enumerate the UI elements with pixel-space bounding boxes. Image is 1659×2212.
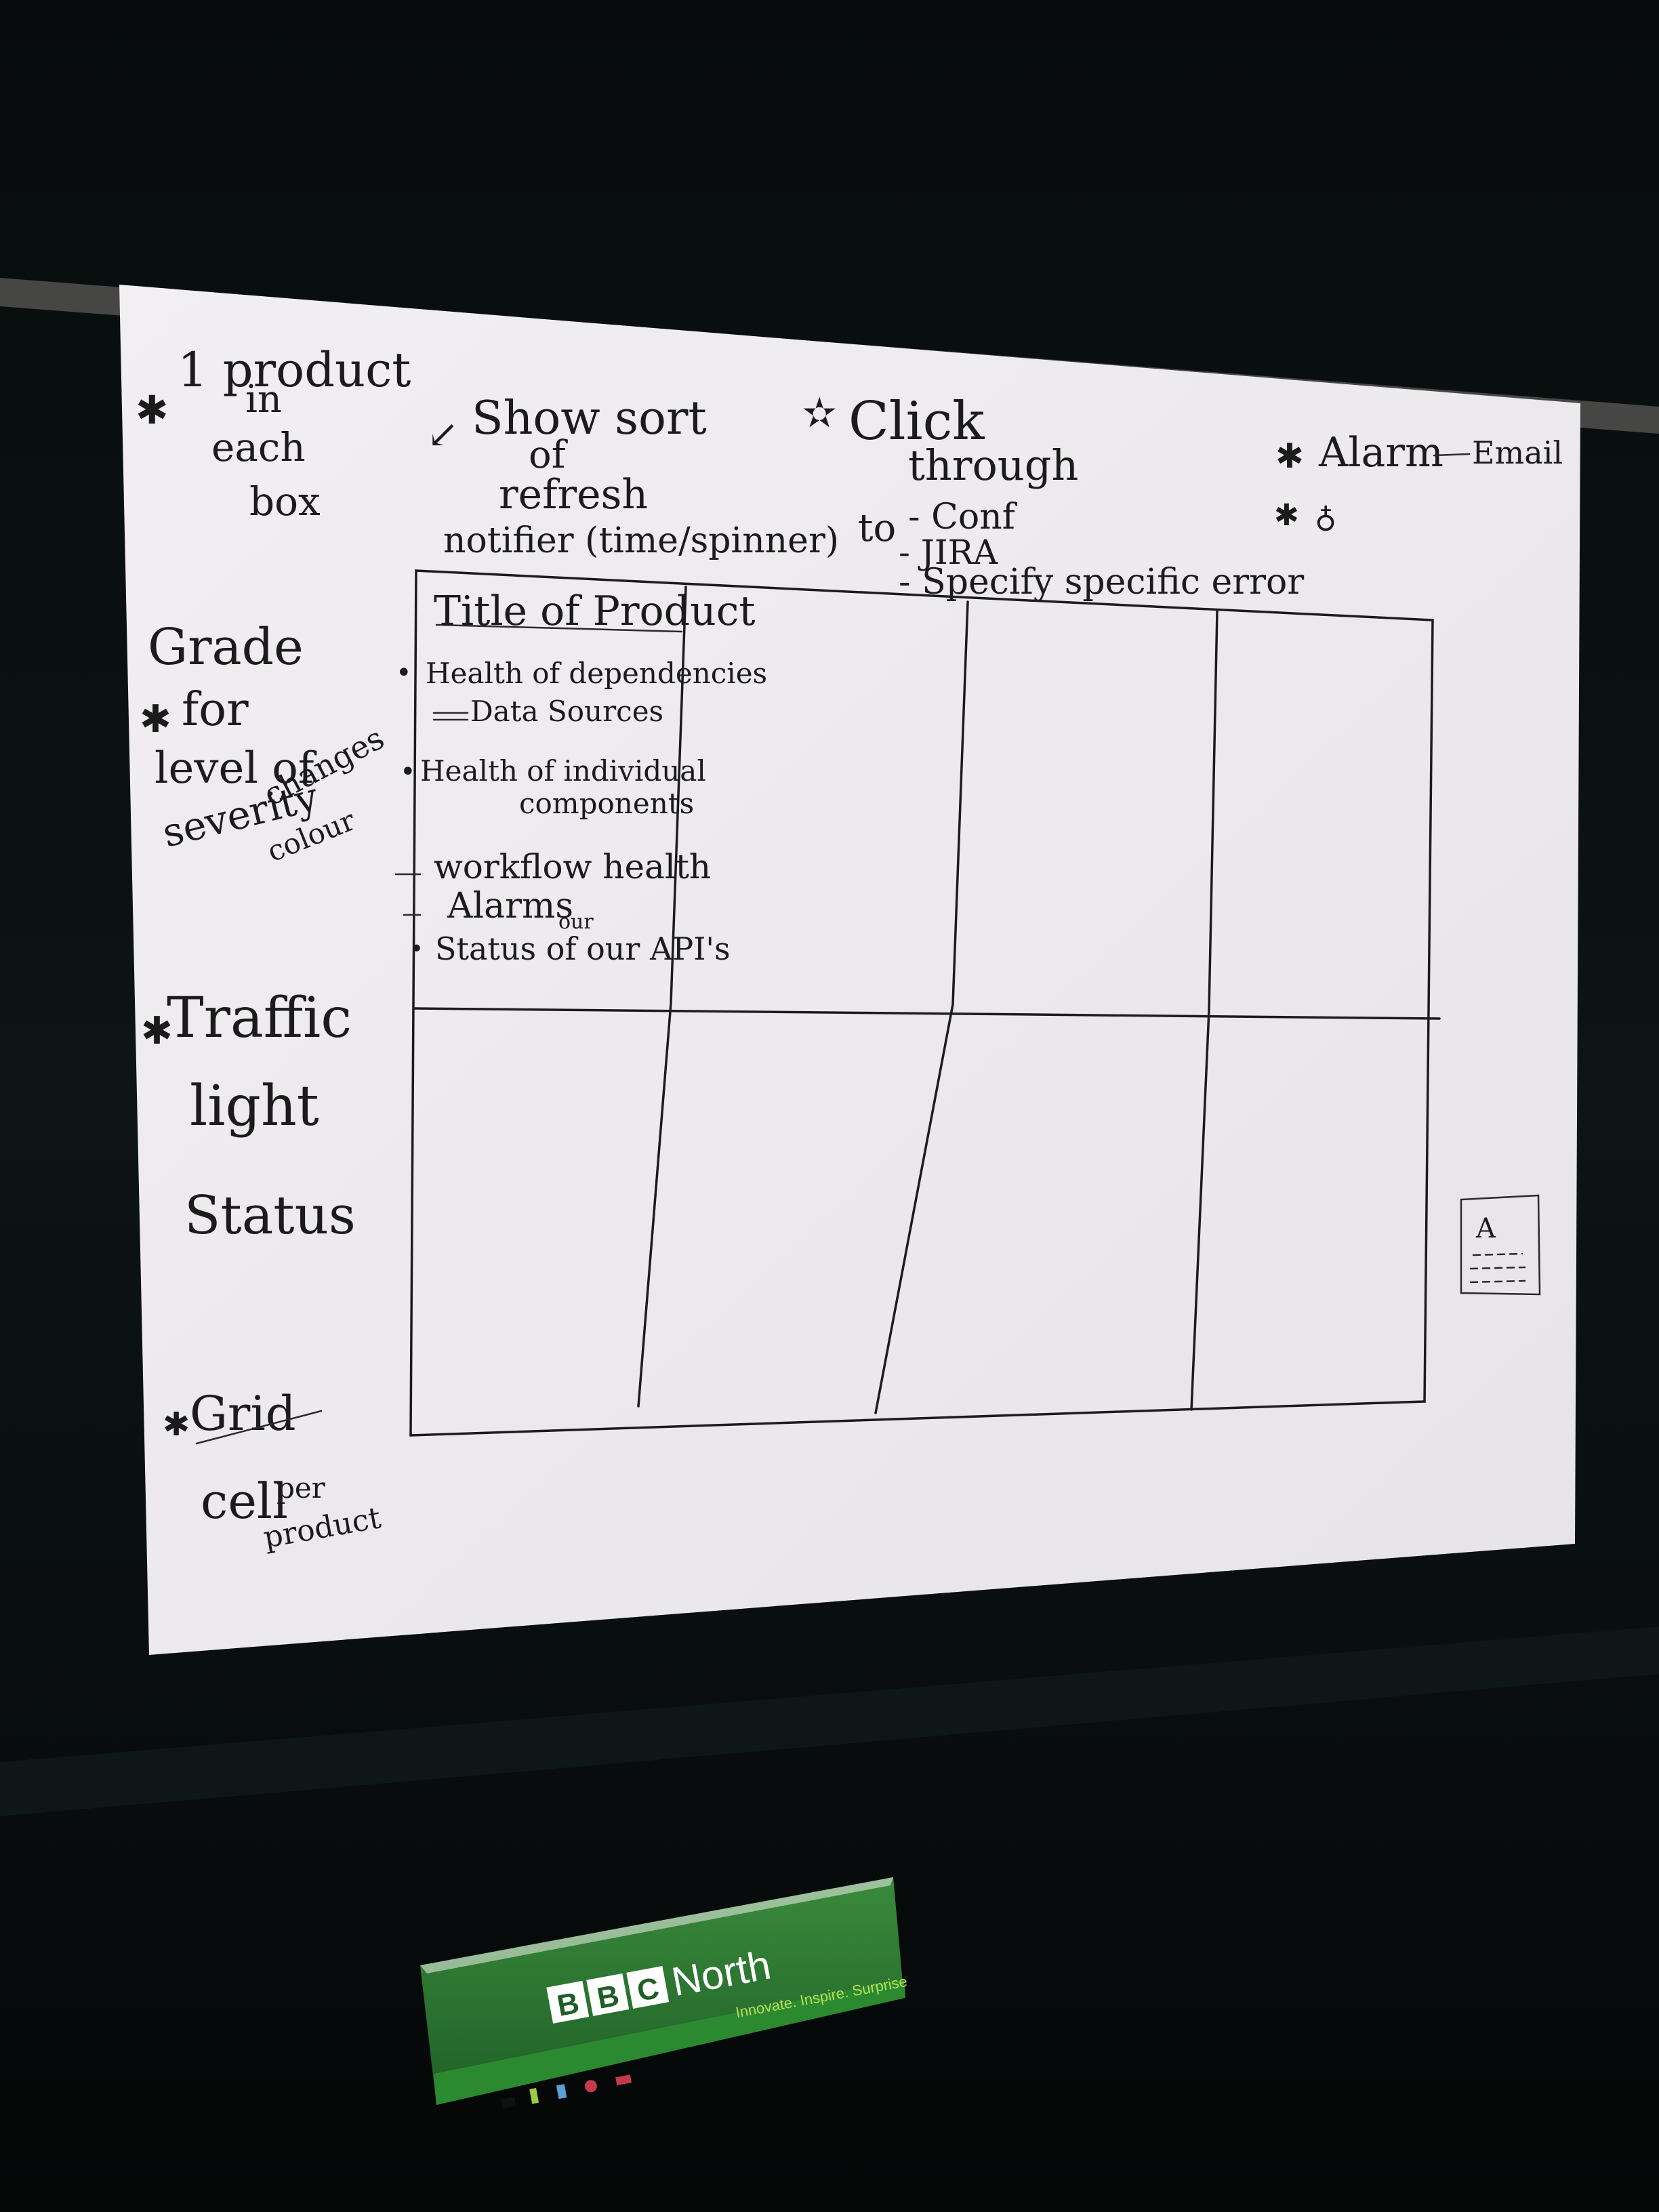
note-product-line2: in — [245, 377, 282, 422]
note-grade-line3: level of — [155, 743, 317, 794]
star-bullet-icon-6: ✱ — [141, 1009, 173, 1053]
note-click-item1: - Conf — [908, 497, 1018, 537]
check-arrow-icon: ↙ — [427, 413, 459, 457]
phone-icon — [556, 2084, 567, 2100]
mini-card-sketch: A — [1460, 1194, 1541, 1296]
note-grade-line2: for — [182, 683, 249, 737]
note-refresh-line3: refresh — [499, 471, 648, 518]
note-traffic-line3: Status — [184, 1185, 356, 1246]
star-bullet-icon-5: ✱ — [140, 697, 171, 741]
svg-text:•: • — [396, 657, 412, 689]
note-alarm-email: Email — [1472, 434, 1563, 471]
svg-text:•: • — [409, 935, 424, 963]
note-click-item2: - JIRA — [899, 533, 998, 572]
sign-top-edge — [420, 1877, 893, 1973]
note-traffic-line2: light — [190, 1074, 319, 1139]
note-product-line1: 1 product — [178, 342, 411, 398]
paper-sheet — [119, 285, 1580, 1655]
bottle-icon — [529, 2087, 539, 2104]
cell-item-5: workflow health — [434, 847, 711, 886]
note-product-line3: each — [211, 424, 306, 470]
radio-icon — [615, 2074, 632, 2086]
note-alarm-label: Alarm — [1318, 429, 1443, 476]
note-click-through: ✫ Click through to - Conf - JIRA - Speci… — [802, 390, 1304, 602]
mini-card-label: A — [1475, 1213, 1496, 1244]
bell-icon: ♁ — [1315, 500, 1336, 535]
star-bullet-icon-3: ✱ — [1275, 436, 1304, 476]
note-product-per-box: ✱ 1 product in each box — [136, 342, 411, 525]
bbc-logo-block-2 — [586, 1973, 630, 2016]
star-bullet-icon-4: ✱ — [1274, 498, 1299, 533]
note-click-line2: through — [908, 441, 1078, 490]
note-refresh-line2: of — [529, 433, 569, 477]
note-grid-line1: Grid — [190, 1386, 296, 1441]
tv-icon — [501, 2097, 516, 2109]
cell-insert: our — [558, 910, 594, 934]
note-grid-line3: per — [276, 1471, 326, 1504]
cell-item-7: Status of our API's — [435, 930, 731, 967]
note-click-item3: - Specify specific error — [899, 562, 1304, 602]
note-click-to: to — [858, 506, 896, 550]
note-grid-line2: cell — [201, 1473, 288, 1530]
note-product-line4: box — [249, 478, 321, 525]
sign-bottom-strip — [434, 1979, 905, 2105]
shelf — [0, 1626, 1659, 1816]
note-refresh-line4: notifier (time/spinner) — [443, 520, 839, 561]
bbc-logo-block-3 — [626, 1966, 670, 2009]
star-bullet-icon-2: ✫ — [802, 390, 836, 437]
cell-item-6: Alarms — [447, 886, 573, 926]
bbc-logo-block-1 — [546, 1980, 590, 2024]
note-refresh-line1: Show sort — [472, 392, 707, 445]
note-alarm: ✱ Alarm Email ✱ ♁ — [1274, 429, 1563, 535]
wireframe-grid — [409, 569, 1441, 1437]
product-cell: Title of Product • Health of dependencie… — [394, 588, 767, 967]
camera-icon — [584, 2080, 597, 2093]
cell-item-2: Data Sources — [470, 695, 663, 728]
note-traffic: ✱ Traffic light Status — [141, 986, 356, 1246]
svg-text:•: • — [400, 756, 416, 787]
bbc-north-sign: B B C North Innovate. Inspire. Surprise — [420, 1877, 909, 2109]
note-grade-line1: Grade — [148, 618, 304, 676]
note-traffic-line1: Traffic — [167, 986, 352, 1050]
star-bullet-icon-7: ✱ — [163, 1406, 190, 1443]
cell-item-3: Health of individual — [420, 754, 706, 787]
note-click-line1: Click — [848, 391, 985, 452]
cell-title: Title of Product — [434, 588, 755, 635]
star-bullet-icon: ✱ — [136, 387, 169, 433]
cell-item-1: Health of dependencies — [426, 657, 767, 690]
note-refresh: ↙ Show sort of refresh notifier (time/sp… — [427, 392, 839, 561]
cell-item-4: components — [519, 787, 694, 820]
